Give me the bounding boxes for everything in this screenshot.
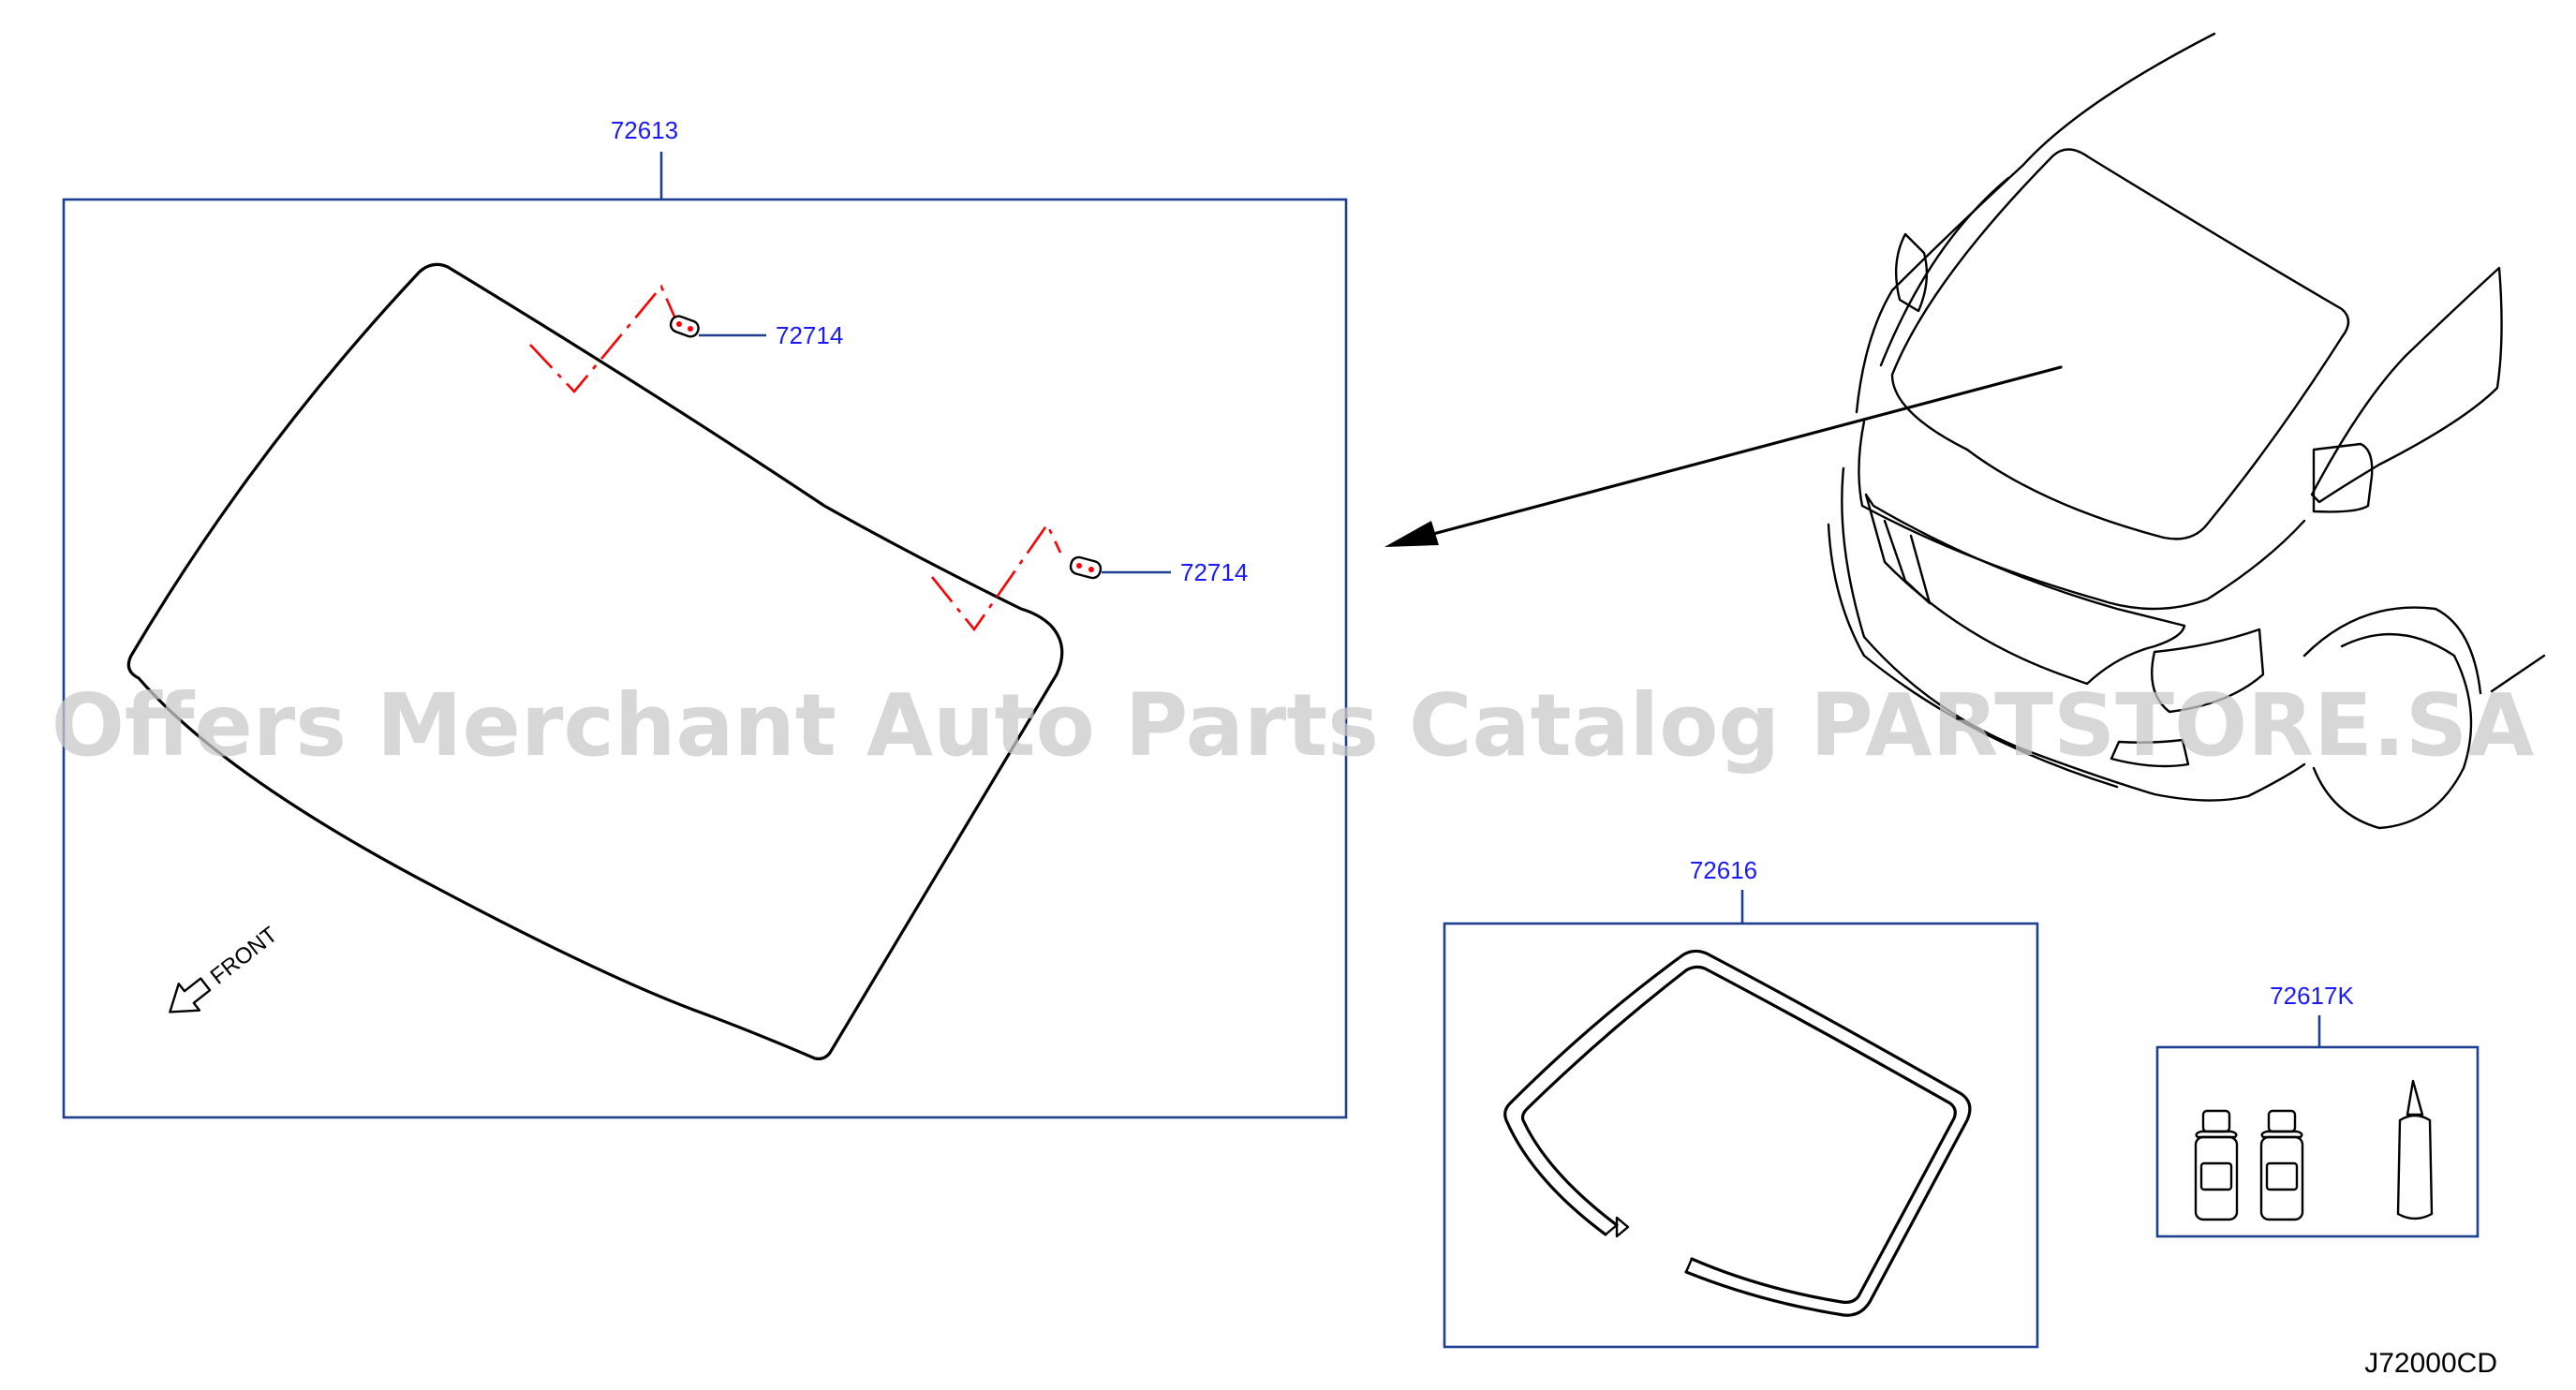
- adhesive-tube-icon[interactable]: [2396, 1079, 2434, 1220]
- molding-frame: [1443, 922, 2039, 1349]
- windshield-glass-icon[interactable]: [126, 262, 1064, 1060]
- molding-group: 72616: [1443, 856, 2039, 1349]
- clip-lower-detail-outline: [930, 522, 1062, 632]
- adhesive-kit-part-number[interactable]: 72617K: [2270, 982, 2354, 1010]
- watermark-text: Offers Merchant Auto Parts Catalog PARTS…: [52, 675, 2535, 776]
- adhesive-kit-group: 72617K: [2155, 982, 2480, 1238]
- clip-icon: [1069, 555, 1103, 580]
- clip-lower-part-number[interactable]: 72714: [1180, 558, 1248, 586]
- front-label: FRONT: [206, 922, 283, 989]
- arrowhead-icon: [1384, 521, 1439, 547]
- clip-icon: [669, 315, 700, 338]
- clip-lower[interactable]: [1069, 555, 1103, 580]
- clip-upper-detail-outline: [529, 284, 676, 393]
- front-arrow-icon: [169, 977, 212, 1013]
- primer-bottle-icon[interactable]: [2194, 1109, 2239, 1221]
- primer-bottle-icon[interactable]: [2259, 1109, 2304, 1221]
- vehicle-to-windshield-arrow: [1403, 365, 2063, 543]
- diagram-code: J72000CD: [2364, 1348, 2497, 1379]
- adhesive-kit-frame: [2155, 1045, 2480, 1238]
- windshield-frame: [62, 198, 1348, 1119]
- molding-icon[interactable]: [1503, 949, 1972, 1317]
- windshield-group: 72613 72714 72714 FRONT: [62, 116, 1348, 1119]
- front-direction-indicator: FRONT: [169, 922, 283, 1013]
- vehicle-front-icon: [1827, 32, 2546, 830]
- clip-upper-part-number[interactable]: 72714: [776, 321, 843, 349]
- windshield-part-number[interactable]: 72613: [611, 116, 678, 144]
- clip-upper[interactable]: [669, 314, 701, 338]
- molding-part-number[interactable]: 72616: [1690, 856, 1757, 884]
